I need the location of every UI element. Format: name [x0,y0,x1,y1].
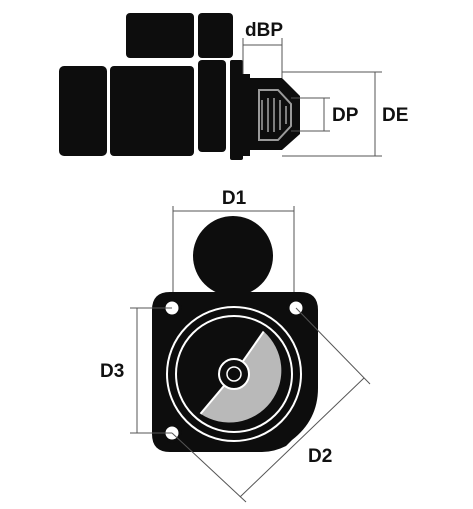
pinion-shaft [226,366,242,382]
dbp-dimension-lines [242,38,283,78]
dbp-label: dBP [245,20,283,41]
d3-label: D3 [100,361,124,382]
solenoid-cap-left [126,13,194,58]
drive-housing [198,60,226,152]
pinion-gear [258,89,292,141]
motor-body [110,66,194,156]
pinion-housing [250,78,300,150]
d3-dimension-lines [130,307,172,434]
d1-dimension-lines [172,206,295,292]
d2-dimension-lines [171,307,371,503]
de-label: DE [382,105,408,126]
front-view: D1 D3 D2 [100,188,371,503]
solenoid-cap-right [198,13,233,58]
d2-label: D2 [308,446,332,467]
flange-collar [243,74,250,156]
dp-dimension-lines [291,97,330,132]
solenoid-circle [193,216,273,296]
mounting-flange [230,60,243,160]
dp-label: DP [332,105,359,126]
de-dimension-lines [282,71,382,157]
motor-rear-cap [59,66,107,156]
pinion-teeth [261,98,287,132]
side-view: dBP DP DE [59,13,408,160]
d1-label: D1 [222,188,247,209]
